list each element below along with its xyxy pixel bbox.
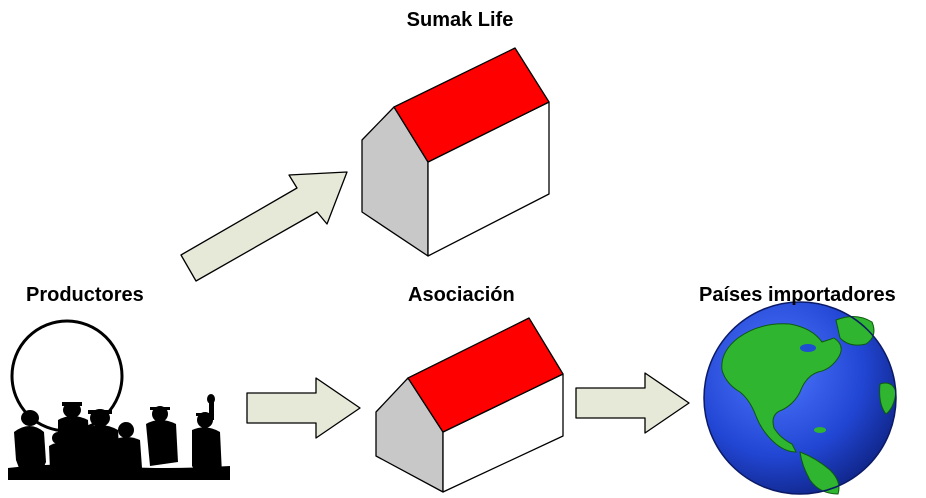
- productores-label: Productores: [26, 284, 144, 306]
- arrow-to-asociacion: [246, 377, 361, 439]
- sumak-life-label: Sumak Life: [406, 9, 514, 31]
- paises-importadores-label: Países importadores: [699, 284, 896, 306]
- house-icon: [361, 47, 550, 257]
- arrow-to-sumak-life: [180, 171, 348, 282]
- arrow-to-paises: [575, 372, 690, 434]
- house-icon: [375, 317, 564, 493]
- asociacion-label: Asociación: [408, 284, 515, 306]
- globe-icon: [703, 301, 897, 495]
- people-silhouette-icon: [8, 319, 230, 480]
